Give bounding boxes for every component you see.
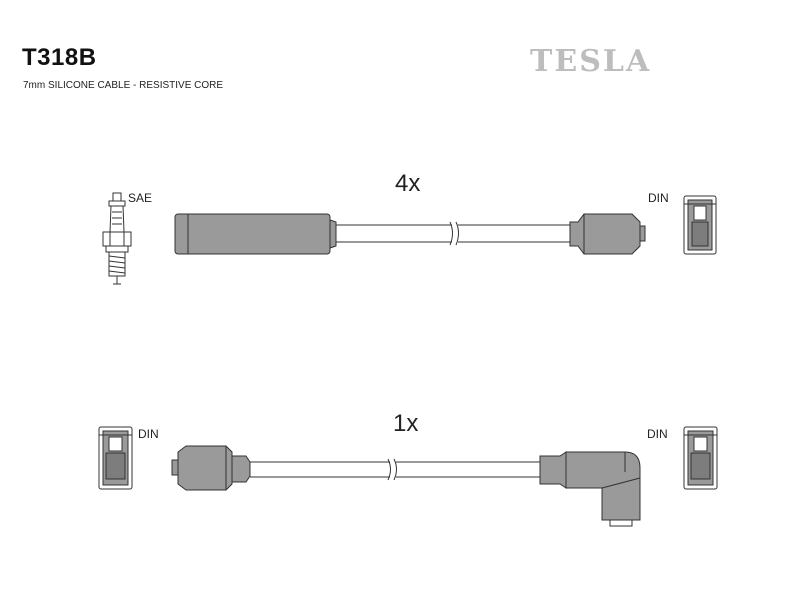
din-label-bottom-left: DIN [138,427,159,441]
straight-plug-boot [174,213,337,255]
din-terminal-icon [683,426,718,490]
spark-plug-icon [102,192,132,285]
din-terminal-icon [98,426,133,490]
brand-logo: TESLA [530,44,652,79]
cable-description: 7mm SILICONE CABLE - RESISTIVE CORE [23,80,224,91]
din-connector-left [171,445,251,491]
sae-label: SAE [128,191,153,205]
quantity-label-set-2: 1x [393,410,419,437]
quantity-label-set-1: 4x [395,170,421,197]
part-number-title: T318B [22,44,97,71]
cable-wire-bottom [250,458,540,481]
din-label-top-right: DIN [648,191,669,205]
cable-wire-top [336,221,570,246]
din-connector-top [569,213,646,255]
angled-plug-boot [539,451,641,527]
din-terminal-icon [683,195,717,255]
din-label-bottom-right: DIN [647,427,668,441]
